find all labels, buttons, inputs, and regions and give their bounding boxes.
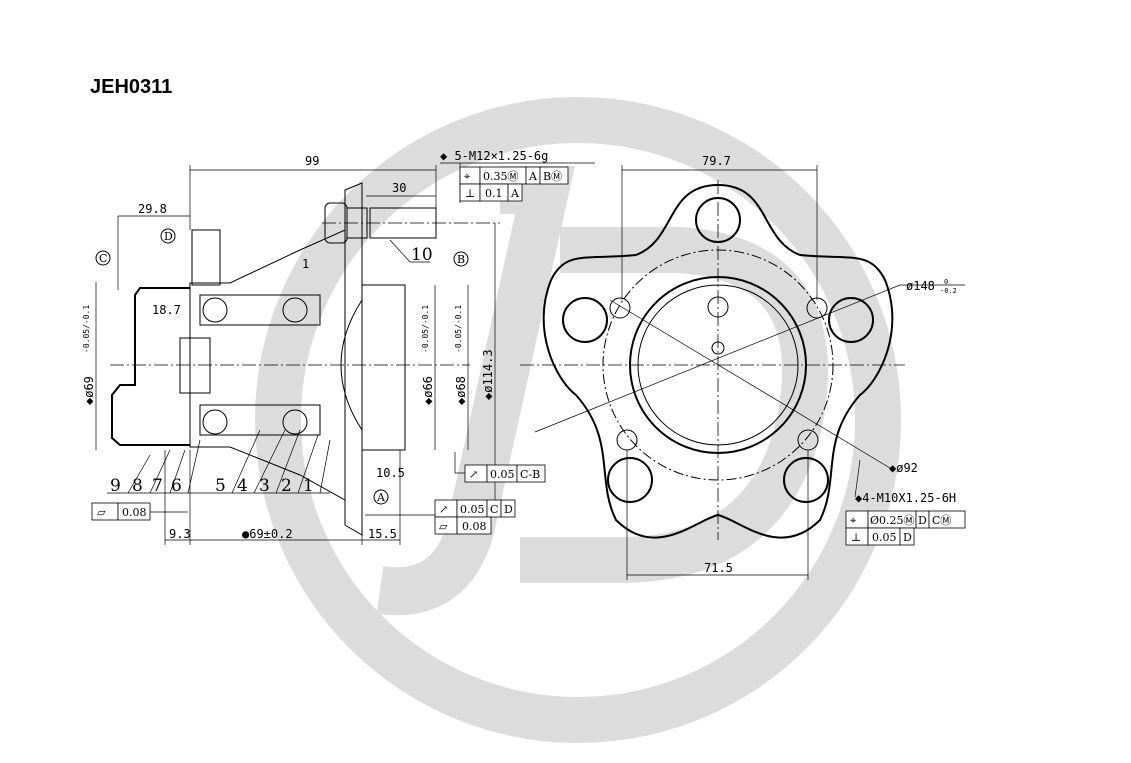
fcf-datum: C [490,503,498,516]
datum-c: C [99,252,107,265]
fcf-value: 0.35Ⓜ [483,170,519,183]
fcf-datum: D [918,514,927,527]
part-number: 1 [303,476,314,496]
runout-symbol: ↗ [469,468,478,481]
fcf-datum: D [903,531,912,544]
fcf-value: 0.1 [485,187,503,200]
fcf-datum: A [528,170,538,183]
position-symbol: ⌖ [850,514,856,527]
dim-79-7: 79.7 [702,154,731,168]
dim-99: 99 [305,154,319,168]
part-number: 2 [281,476,292,496]
fcf-datum: C-B [520,468,540,481]
watermark-logo [255,97,901,743]
dim-15-5: 15.5 [368,527,397,541]
dim-10-5: 10.5 [376,466,405,480]
flatness-symbol: ▱ [97,506,106,519]
dim-dia66-tol: -0.05/-0.1 [421,305,430,353]
dim-dia148: ø148 [906,279,935,293]
dim-dia148-tol-lower: -0.2 [940,287,957,295]
datum-a: A [376,491,386,504]
fcf-value: 0.05 [872,531,897,544]
dim-dia66: ◆ø66 [421,376,435,405]
stud-thread-callout: ◆ 5-M12×1.25-6g [440,149,548,163]
part-number: 10 [411,245,433,265]
perpendicularity-symbol: ⊥ [851,531,861,544]
dim-29-8: 29.8 [138,202,167,216]
dim-dia148-tol-upper: 0 [944,278,948,286]
fcf-value: 0.08 [462,520,487,533]
front-view: 79.7 71.5 ø148 0 -0.2 ◆ø92 ◆4-M10X1.25-6… [520,154,966,580]
dim-dia92: ◆ø92 [889,461,918,475]
fcf-flatness: ▱ 0.08 [91,502,188,521]
dim-dia68: ◆ø68 [454,376,468,405]
fcf-datum: BⓂ [543,170,562,183]
fcf-value: 0.05 [490,468,515,481]
dim-71-5: 71.5 [704,561,733,575]
dim-dia69-tol: -0.05/-0.1 [82,305,91,353]
dim-69: ●69±0.2 [242,527,293,541]
dim-dia114: ◆ø114.3 [481,349,495,400]
part-number: 6 [171,476,182,496]
part-number: 5 [215,476,226,496]
flatness-symbol: ▱ [439,520,448,533]
position-symbol: ⌖ [464,170,470,183]
fcf-front: ⌖ Ø0.25Ⓜ D CⓂ ⊥ 0.05 D [845,510,966,546]
bolt-thread-callout: ◆4-M10X1.25-6H [855,491,956,505]
part-number-title: JEH0311 [90,76,173,98]
fcf-value: Ø0.25Ⓜ [870,514,915,527]
side-section-view: 99 30 29.8 18.7 1 10.5 9.3 ●69±0.2 15.5 … [82,149,595,545]
dim-1: 1 [302,257,309,271]
perpendicularity-symbol: ⊥ [465,187,475,200]
datum-b: B [457,253,465,266]
part-number: 4 [237,476,248,496]
part-callouts: 9 8 7 6 5 4 3 2 1 10 [110,245,433,496]
fcf-value: 0.08 [122,506,147,519]
dim-9-3: 9.3 [169,527,191,541]
fcf-datum: CⓂ [932,514,951,527]
dim-18-7: 18.7 [152,303,181,317]
part-number: 8 [132,476,143,496]
fcf-value: 0.05 [460,503,485,516]
dim-dia69: ◆ø69 [82,376,96,405]
fcf-stud: ⌖ 0.35Ⓜ A BⓂ ⊥ 0.1 A [459,166,569,202]
part-number: 3 [259,476,270,496]
fcf-runout-cb: ↗ 0.05 C-B [454,452,546,483]
datum-d: D [164,230,173,243]
part-number: 7 [152,476,163,496]
runout-symbol: ↗ [439,503,448,516]
fcf-datum: A [510,187,520,200]
fcf-datum: D [504,503,513,516]
dim-dia68-tol: -0.05/-0.1 [454,305,463,353]
dim-30: 30 [392,181,406,195]
fcf-runout-cd: ↗ 0.05 C D ▱ 0.08 [365,499,516,535]
part-number: 9 [110,476,121,496]
datum-markers: A B C D [95,228,469,505]
